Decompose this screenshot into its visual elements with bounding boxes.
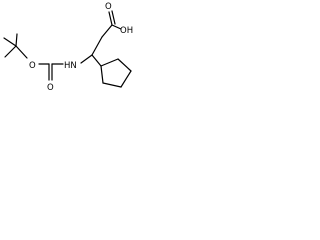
bond-acid-c-to-oh [111, 24, 122, 30]
bond-tbu-methyl-3 [15, 33, 18, 47]
carbamate-carbonyl-oxygen-label: O [47, 83, 54, 92]
bond-ring-5 [100, 65, 104, 84]
bond-acid-c-to-o-2 [111, 10, 116, 25]
atom-labels: O OH O O HN [29, 2, 133, 92]
bond-ring-3 [120, 70, 132, 88]
acid-hydroxyl-label: OH [120, 26, 133, 36]
carbamate-group [38, 63, 64, 81]
bond-alpha-c-to-ring [91, 54, 102, 67]
amine-label: HN [64, 61, 77, 71]
bond-ch2-to-acid-c [101, 24, 113, 38]
molecule-canvas: O OH O O HN [0, 0, 137, 92]
bond-acid-c-to-o-1 [108, 11, 113, 26]
acid-carbonyl-oxygen-label: O [105, 2, 112, 12]
carbamate-ester-oxygen-label: O [29, 61, 36, 71]
bond-ring-4 [102, 82, 122, 88]
tert-butyl-group [3, 33, 28, 59]
cyclopentyl-ring [100, 58, 132, 88]
molecule-structure: O OH O O HN [3, 2, 133, 92]
bond-tbu-methyl-1 [3, 37, 17, 47]
bond-tbu-to-ester-o [15, 45, 28, 59]
bond-ring-1 [100, 58, 119, 67]
bond-n-to-alpha-c [80, 54, 93, 64]
backbone [80, 10, 122, 67]
bond-ring-2 [117, 58, 132, 72]
bond-alpha-c-to-ch2 [91, 36, 103, 56]
bond-tbu-methyl-2 [4, 45, 17, 58]
